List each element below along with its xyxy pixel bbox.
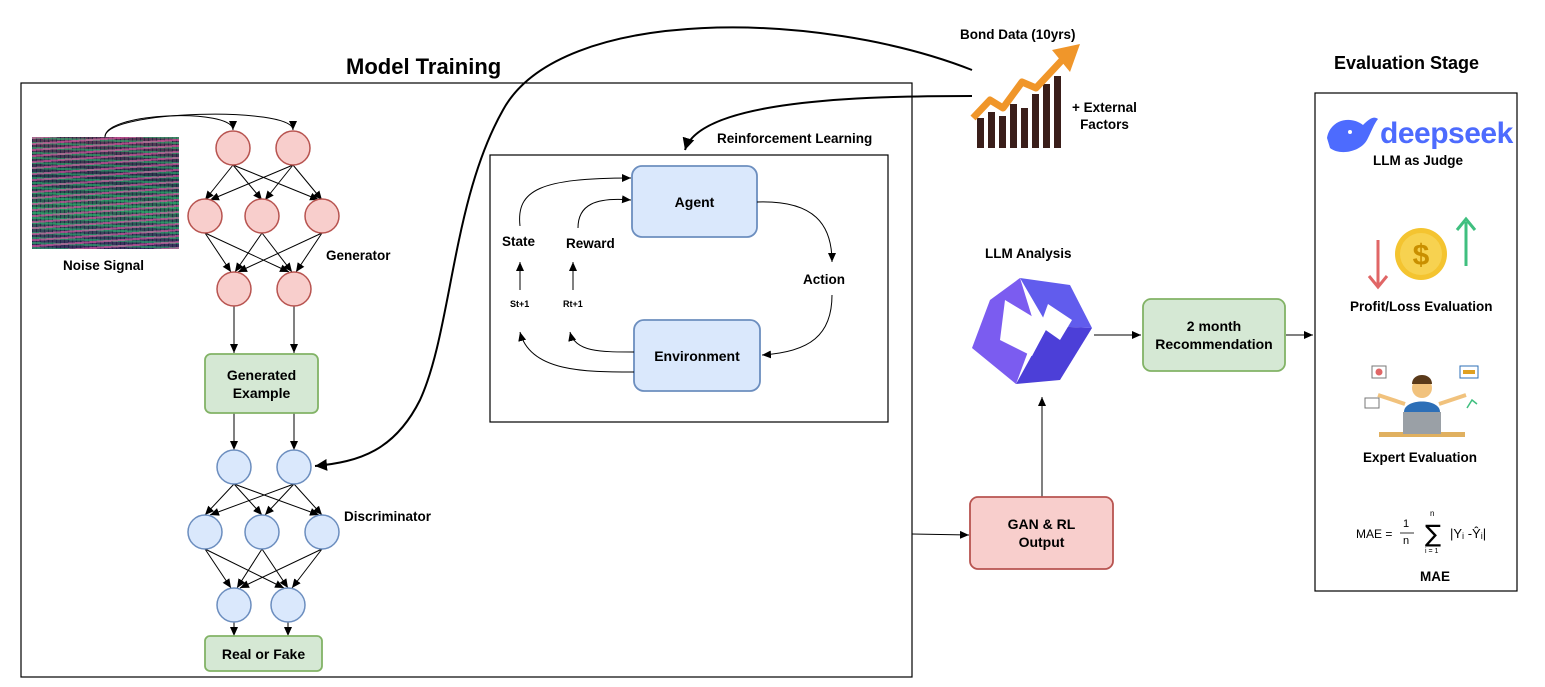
mae-numerator: 1 [1403, 518, 1410, 530]
deepseek-whale-icon [1327, 117, 1378, 153]
agent-text: Agent [674, 193, 715, 210]
profit-loss-label: Profit/Loss Evaluation [1350, 299, 1493, 314]
llm-judge-label: LLM as Judge [1373, 153, 1464, 168]
real-or-fake-box [204, 635, 323, 672]
discriminator-label: Discriminator [344, 509, 432, 524]
sum-sign: ∑ [1425, 520, 1441, 548]
disc-node [216, 449, 252, 485]
disc-node [216, 587, 252, 623]
disc-node [304, 514, 340, 550]
environment-box [633, 319, 761, 392]
disc-node [276, 449, 312, 485]
down-arrow-icon [1367, 240, 1389, 290]
mae-label: MAE [1420, 569, 1450, 584]
evaluation-title: Evaluation Stage [1334, 53, 1480, 73]
gen-node [244, 198, 280, 234]
evaluation-box [1314, 92, 1518, 592]
generator-edges [204, 164, 323, 636]
reward-label: Reward [566, 236, 615, 251]
state-label: State [502, 234, 536, 249]
qwen-logo-icon [972, 278, 1092, 384]
llm-analysis-label: LLM Analysis [985, 246, 1072, 261]
environment-text: Environment [654, 347, 740, 364]
deepseek-logo-text: deepseek [1380, 117, 1513, 150]
expert-evaluation-label: Expert Evaluation [1363, 450, 1478, 465]
flow-arrows [911, 331, 1313, 539]
model-training-title: Model Training [346, 54, 502, 79]
gan-rl-output-box [969, 496, 1114, 570]
bond-chart-icon [970, 44, 1080, 148]
svg-text:$: $ [1413, 239, 1430, 272]
generator-label: Generator [326, 248, 391, 263]
generated-example-text: Generated Example [226, 366, 297, 401]
gan-rl-output-text: GAN & RL Output [1007, 516, 1076, 550]
generator-nodes [187, 130, 340, 307]
gen-node [215, 130, 251, 166]
rl-box [489, 154, 889, 423]
model-training-box [20, 82, 913, 678]
noise-arrows [104, 113, 297, 138]
noise-image [32, 137, 179, 249]
disc-node [187, 514, 223, 550]
generated-example-box [204, 353, 319, 414]
external-factors-label: + External Factors [1072, 100, 1137, 132]
dollar-coin-icon: $ [1395, 228, 1447, 280]
gen-node [187, 198, 223, 234]
gen-node [275, 130, 311, 166]
gen-node [304, 198, 340, 234]
rt1-label: Rt+1 [563, 299, 583, 309]
mae-lhs: MAE = [1356, 527, 1393, 541]
recommendation-box [1142, 298, 1286, 372]
mae-sum-bottom: i = 1 [1425, 548, 1439, 555]
bond-data-label: Bond Data (10yrs) [960, 27, 1076, 42]
gen-node [216, 271, 252, 307]
mae-body: |Yᵢ -Ŷᵢ| [1450, 526, 1487, 541]
gen-node [276, 271, 312, 307]
expert-person-icon [1364, 365, 1479, 437]
mae-denominator: n [1403, 535, 1410, 547]
discriminator-nodes [187, 449, 340, 623]
recommendation-text: 2 month Recommendation [1155, 318, 1273, 352]
rl-arrows [516, 174, 836, 373]
st1-label: St+1 [510, 299, 530, 309]
mae-sum-top: n [1430, 509, 1435, 518]
noise-signal-label: Noise Signal [63, 258, 145, 273]
bond-arrows [314, 26, 973, 471]
disc-node [244, 514, 280, 550]
rl-title: Reinforcement Learning [717, 131, 873, 146]
action-label: Action [803, 272, 845, 287]
real-or-fake-text: Real or Fake [221, 645, 306, 662]
up-arrow-icon [1455, 216, 1477, 266]
disc-node [270, 587, 306, 623]
